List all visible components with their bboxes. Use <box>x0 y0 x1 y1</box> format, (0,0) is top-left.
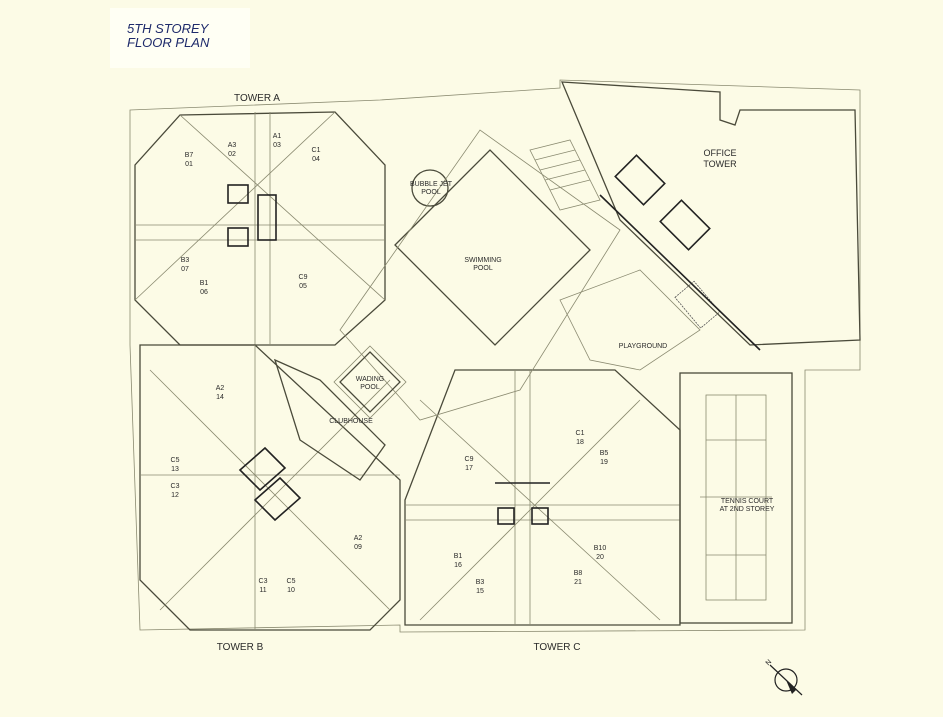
site-boundary <box>129 79 861 633</box>
tower-a-outline <box>134 111 386 346</box>
title-box <box>110 8 250 68</box>
tower-a-label: TOWER A <box>234 93 280 104</box>
office-tower <box>560 81 861 346</box>
pool-stairs <box>529 139 601 211</box>
playground <box>559 269 701 371</box>
tower-b-label: TOWER B <box>217 642 264 653</box>
clubhouse <box>273 358 386 481</box>
tennis-court <box>679 372 793 624</box>
tower-b-outline <box>139 344 401 631</box>
title-line-2: FLOOR PLAN <box>127 35 210 50</box>
title-line-1: 5TH STOREY <box>127 21 209 36</box>
north-compass-icon: N <box>765 659 803 696</box>
pool-deck <box>339 129 621 421</box>
clubhouse-label: CLUBHOUSE <box>329 418 373 425</box>
tower-c-label: TOWER C <box>533 642 580 653</box>
bubble-jet-pool <box>411 169 449 207</box>
wading-pool <box>339 351 401 413</box>
swimming-pool <box>394 149 591 346</box>
tower-c-outline <box>404 369 681 626</box>
playground-label: PLAYGROUND <box>619 343 668 350</box>
compass-north-label: N <box>765 659 774 668</box>
plan-title: 5TH STOREY FLOOR PLAN <box>127 22 209 50</box>
